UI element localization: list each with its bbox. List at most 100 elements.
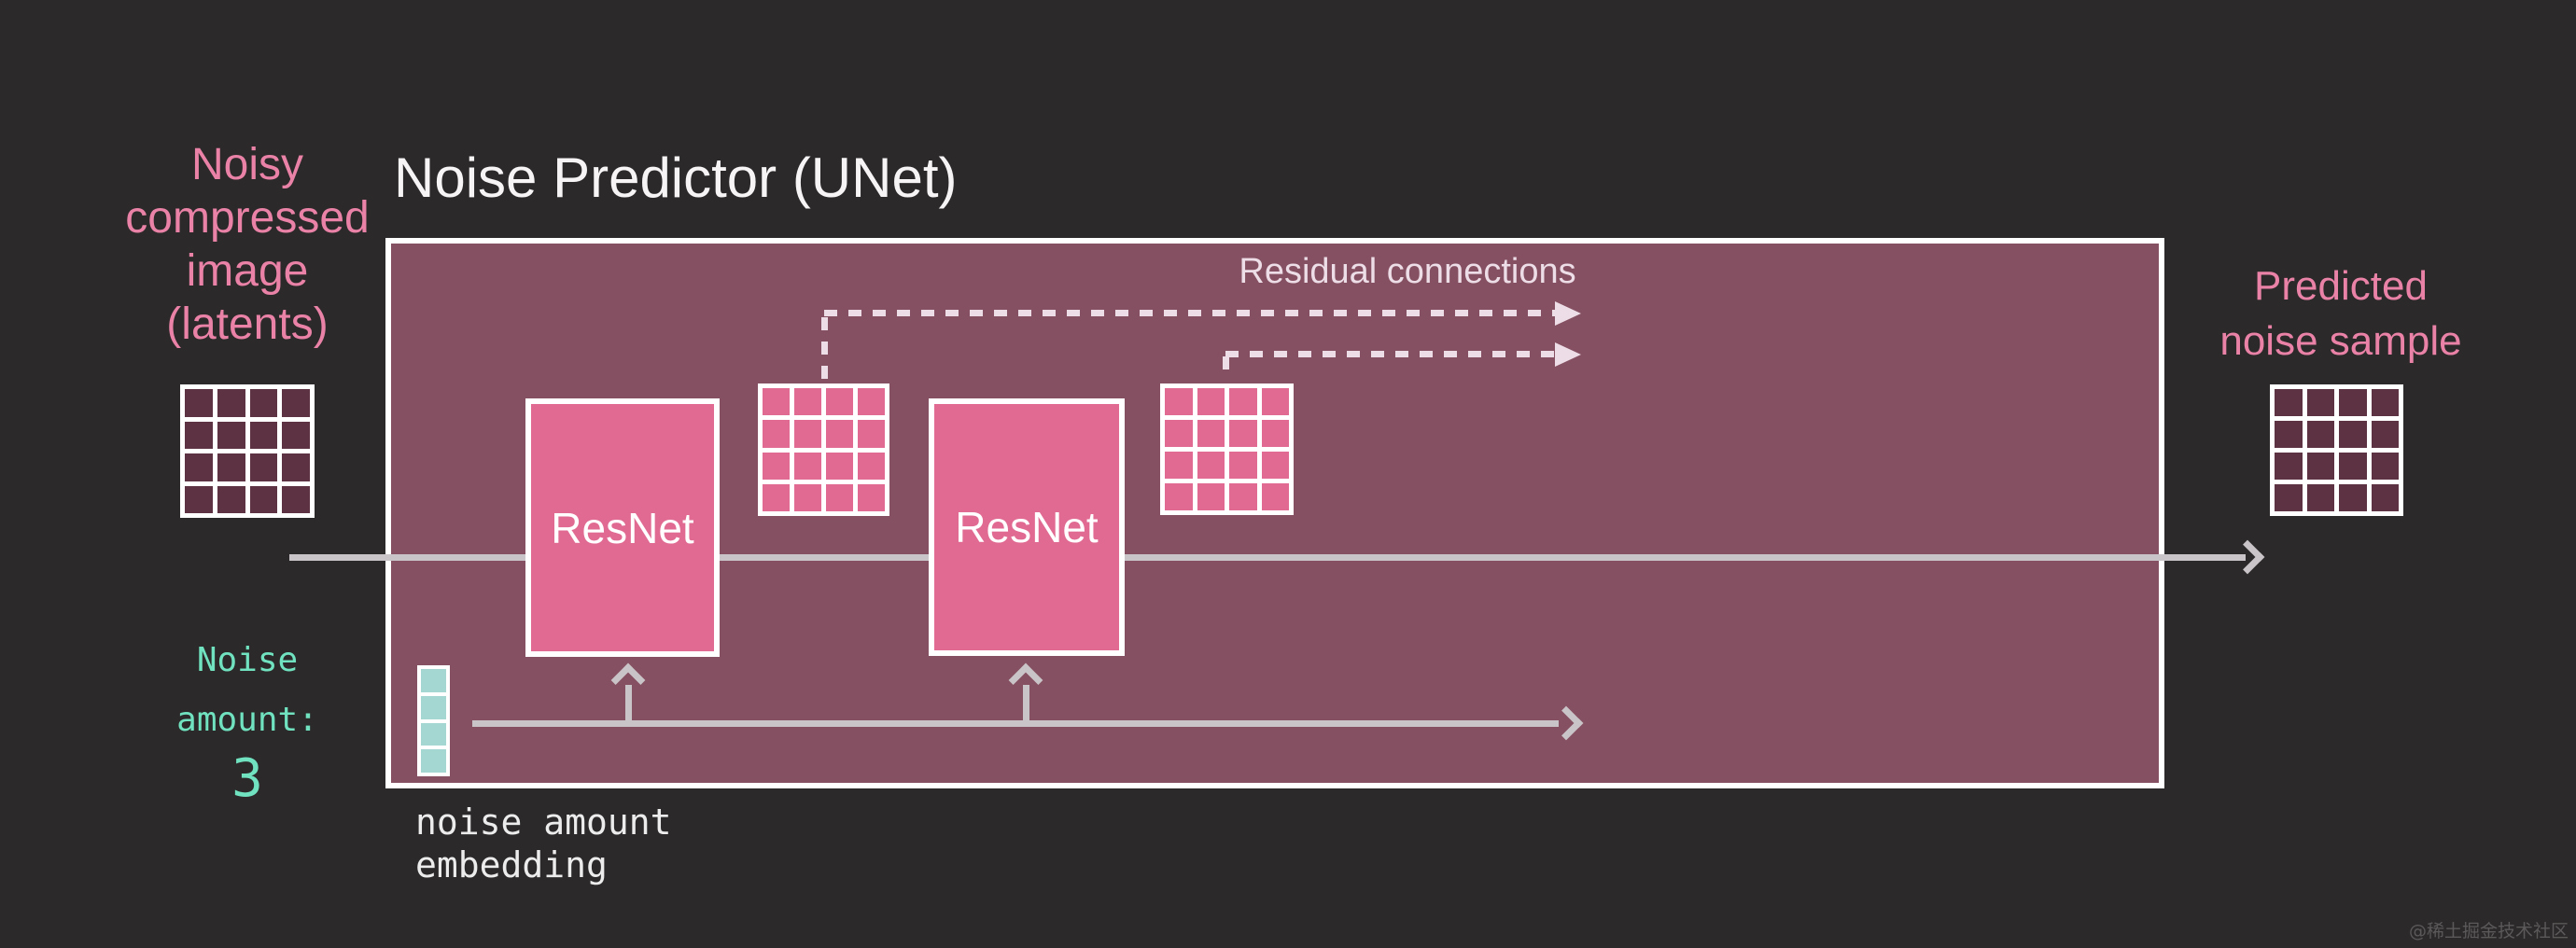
grid-cell [2275, 453, 2303, 480]
noisy-latents-label: Noisy compressed image (latents) [56, 138, 439, 351]
grid-cell [794, 388, 821, 416]
grid-cell [282, 485, 310, 513]
grid-cell [763, 388, 790, 416]
grid-cell [1229, 420, 1257, 447]
grid-cell [1261, 483, 1289, 510]
grid-cell [858, 388, 885, 416]
grid-cell [217, 453, 245, 481]
noise-embedding-caption: noise amount embedding [415, 801, 672, 886]
residual-arrow-2-vertical-dash [1223, 356, 1229, 381]
grid-cell [1165, 452, 1193, 479]
grid-cell [858, 483, 885, 511]
grid-cell [2306, 421, 2334, 448]
grid-cell [1197, 452, 1225, 479]
grid-cell [249, 421, 278, 449]
grid-cell [217, 389, 245, 417]
grid-cell [2339, 421, 2367, 448]
grid-cell [2275, 389, 2303, 416]
grid-cell [2339, 484, 2367, 511]
feature-map-grid-1 [758, 383, 889, 516]
resnet-block-2-label: ResNet [955, 503, 1099, 551]
grid-cell [1165, 420, 1193, 447]
embedding-up-arrow-1-line [625, 685, 632, 726]
noise-amount-value: 3 [231, 748, 263, 809]
resnet-block-2: ResNet [929, 398, 1125, 656]
noise-amount-line1: Noise [196, 641, 299, 679]
residual-connections-label: Residual connections [1239, 252, 1576, 291]
grid-cell [282, 389, 310, 417]
grid-cell [1261, 388, 1289, 415]
noise-embedding-caption-line2: embedding [415, 844, 608, 885]
grid-cell [763, 483, 790, 511]
grid-cell [421, 722, 446, 746]
grid-cell [185, 389, 213, 417]
grid-cell [2306, 389, 2334, 416]
embedding-up-arrow-2-line [1023, 685, 1029, 726]
grid-cell [249, 389, 278, 417]
embedding-arrow-line [472, 720, 1559, 727]
grid-cell [1197, 388, 1225, 415]
grid-cell [2275, 484, 2303, 511]
grid-cell [2371, 484, 2399, 511]
noisy-latents-label-line4: (latents) [166, 300, 329, 349]
grid-cell [1229, 452, 1257, 479]
residual-arrow-1-horizontal-dash [824, 310, 1557, 316]
grid-cell [249, 453, 278, 481]
grid-cell [2275, 421, 2303, 448]
grid-cell [2371, 453, 2399, 480]
grid-cell [421, 669, 446, 692]
grid-cell [826, 483, 853, 511]
noise-amount-line2: amount: [176, 701, 318, 739]
watermark-text: @稀土掘金技术社区 [2408, 921, 2569, 941]
grid-cell [1229, 388, 1257, 415]
noisy-latents-label-line2: compressed [125, 193, 370, 243]
grid-cell [2339, 453, 2367, 480]
feature-map-grid-2 [1160, 383, 1294, 515]
grid-cell [858, 452, 885, 480]
grid-cell [2306, 453, 2334, 480]
grid-cell [858, 420, 885, 448]
noise-amount-label: Noise amount: 3 [89, 631, 406, 808]
grid-cell [185, 485, 213, 513]
predicted-noise-label-line1: Predicted [2254, 263, 2428, 309]
grid-cell [217, 421, 245, 449]
resnet-block-1-label: ResNet [551, 503, 694, 552]
grid-cell [794, 452, 821, 480]
noise-embedding-caption-line1: noise amount [415, 802, 672, 843]
grid-cell [185, 453, 213, 481]
predicted-noise-label: Predicted noise sample [2175, 258, 2507, 369]
grid-cell [421, 749, 446, 773]
grid-cell [2371, 389, 2399, 416]
grid-cell [2339, 389, 2367, 416]
resnet-block-1: ResNet [525, 398, 720, 657]
grid-cell [763, 452, 790, 480]
noise-embedding-column [417, 665, 450, 776]
grid-cell [2306, 484, 2334, 511]
grid-cell [249, 485, 278, 513]
grid-cell [826, 388, 853, 416]
diagram-title: Noise Predictor (UNet) [394, 146, 958, 209]
grid-cell [826, 420, 853, 448]
predicted-noise-label-line2: noise sample [2219, 318, 2462, 364]
main-flow-arrow-head-icon [2230, 539, 2265, 575]
grid-cell [794, 483, 821, 511]
residual-arrow-1-head-icon [1555, 301, 1581, 326]
grid-cell [185, 421, 213, 449]
grid-cell [1261, 452, 1289, 479]
grid-cell [1197, 483, 1225, 510]
grid-cell [282, 421, 310, 449]
grid-cell [794, 420, 821, 448]
grid-cell [1165, 388, 1193, 415]
grid-cell [282, 453, 310, 481]
noisy-latents-grid [180, 384, 315, 518]
residual-arrow-2-horizontal-dash [1225, 351, 1557, 357]
residual-arrow-2-head-icon [1555, 342, 1581, 367]
grid-cell [763, 420, 790, 448]
grid-cell [1165, 483, 1193, 510]
grid-cell [1229, 483, 1257, 510]
grid-cell [421, 695, 446, 719]
residual-arrow-1-vertical-dash [821, 317, 828, 379]
grid-cell [1261, 420, 1289, 447]
grid-cell [2371, 421, 2399, 448]
